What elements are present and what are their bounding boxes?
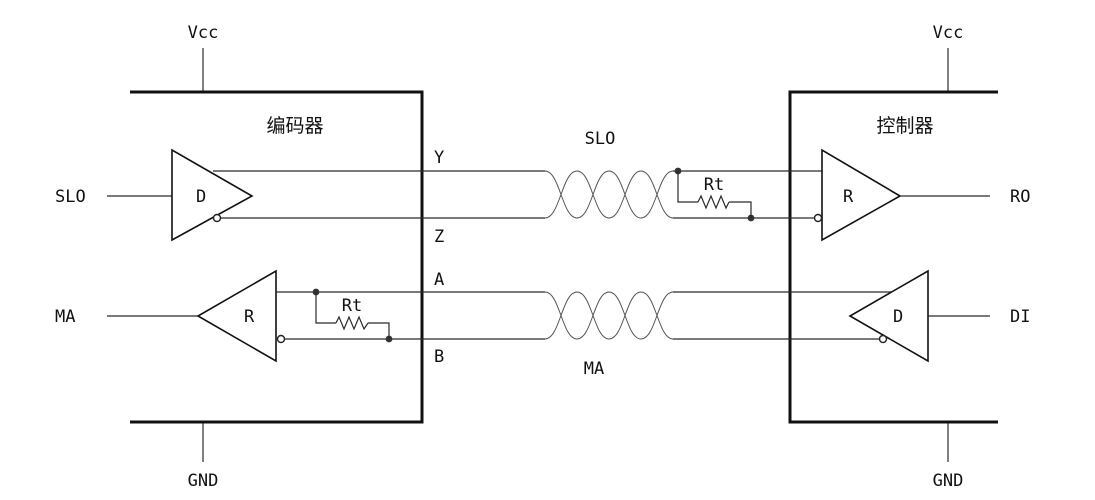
controller-vcc-label: Vcc [933,23,964,43]
ma-input-label: MA [55,307,75,327]
ro-output-label: RO [1010,187,1030,207]
pin-y-label: Y [434,148,444,168]
encoder-driver-inverting-bubble [212,213,222,223]
encoder-receiver [196,269,277,363]
encoder-rt-label: Rt [342,296,362,316]
controller-rt-lead-left [677,171,698,203]
encoder-driver-label: D [196,187,206,207]
controller-box [788,90,998,424]
encoder-driver [171,148,254,242]
encoder-rt-lead-left [315,292,336,324]
encoder-gnd-label: GND [188,471,219,491]
controller-rt-label: Rt [704,175,724,195]
controller-driver-inverting-bubble [878,334,888,344]
controller-receiver-label: R [843,187,854,207]
encoder-vcc-label: Vcc [188,23,219,43]
controller-receiver-inverting-bubble [813,213,823,223]
controller-receiver [821,148,902,242]
encoder-rt-lead-right [368,322,390,339]
controller-driver [848,269,929,363]
cable-slo-label: SLO [585,129,616,149]
pin-b-label: B [434,347,444,367]
controller-rt-lead-right [729,201,752,218]
slo-input-label: SLO [55,187,86,207]
encoder-title: 编码器 [266,115,323,137]
controller-rt-resistor [697,194,730,210]
controller-driver-label: D [893,307,903,327]
di-input-label: DI [1010,307,1030,327]
twisted-pair-ma [544,291,674,340]
twisted-pair-slo [544,170,674,219]
encoder-box [130,90,424,424]
pin-z-label: Z [434,227,444,247]
encoder-receiver-inverting-bubble [276,334,286,344]
pin-a-label: A [434,270,444,290]
controller-title: 控制器 [876,115,933,137]
controller-gnd-label: GND [933,471,964,491]
encoder-rt-resistor [335,315,369,331]
cable-ma-label: MA [584,359,604,379]
encoder-receiver-label: R [244,307,255,327]
